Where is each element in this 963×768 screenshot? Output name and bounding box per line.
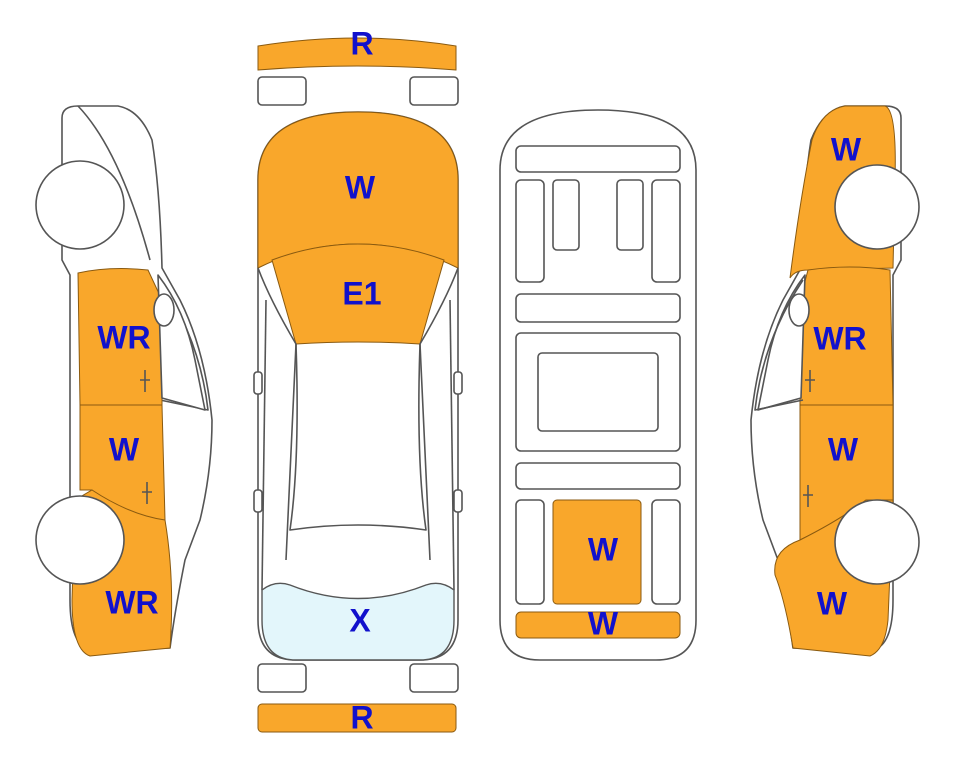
left-front-door-label: WR <box>97 319 150 355</box>
underside-front-right-rail <box>651 179 681 283</box>
right-side-mirror <box>788 293 810 327</box>
left-rear-quarter-label: WR <box>105 584 158 620</box>
top-right-a-pillar <box>419 267 459 561</box>
underside-mid-crossmember <box>515 293 681 323</box>
left-side-wheel-rear <box>35 495 125 585</box>
underside-rear-crossmember <box>515 462 681 490</box>
left-side-wheel-front <box>35 160 125 250</box>
right-front-door-handle <box>805 370 815 392</box>
left-side-view: WR W WR <box>35 105 213 657</box>
rear-right-taillight <box>409 663 459 693</box>
underside-rear-right-rail <box>651 499 681 605</box>
right-mirror-top <box>453 371 463 395</box>
right-rear-door-handle <box>803 485 813 507</box>
rear-bumper-label: R <box>350 699 373 735</box>
top-right-side-line <box>449 299 455 591</box>
right-side-wheel-front <box>834 164 920 250</box>
trunk-floor-label: W <box>588 531 619 567</box>
left-rear-door-label: W <box>109 431 140 467</box>
underside-front-left-rail <box>515 179 545 283</box>
top-left-a-pillar <box>257 267 297 561</box>
left-mirror-top <box>253 371 263 395</box>
rear-left-taillight <box>257 663 307 693</box>
rear-glass-panel <box>261 582 455 661</box>
left-side-mirror <box>153 293 175 327</box>
right-front-fender-label: W <box>831 131 862 167</box>
right-rear-quarter-label: W <box>817 585 848 621</box>
right-side-wheel-rear <box>834 499 920 585</box>
front-right-headlight <box>409 76 459 106</box>
right-side-view: W WR W W <box>750 105 920 657</box>
right-door-handle-top <box>453 489 463 513</box>
trunk-floor-panel <box>552 499 642 605</box>
windshield-panel <box>271 243 445 345</box>
right-rear-door-label: W <box>828 431 859 467</box>
front-bumper-panel <box>257 37 457 71</box>
underside-front-right-mount <box>616 179 644 251</box>
rear-panel-label: W <box>588 605 619 641</box>
hood-label: W <box>345 169 376 205</box>
rear-glass-label: X <box>349 602 371 638</box>
left-rear-door-handle <box>142 482 152 504</box>
left-front-door-handle <box>140 370 150 392</box>
right-front-door-label: WR <box>813 320 866 356</box>
underside-view: W W <box>499 109 697 661</box>
top-roof-outline <box>289 343 427 531</box>
underside-floor-inner <box>537 352 659 432</box>
front-bumper-label: R <box>350 25 373 61</box>
underside-rear-left-rail <box>515 499 545 605</box>
rear-panel-underside <box>515 611 681 639</box>
underside-front-left-mount <box>552 179 580 251</box>
windshield-label: E1 <box>342 275 381 311</box>
rear-bumper-panel <box>257 703 457 733</box>
front-left-headlight <box>257 76 307 106</box>
right-side-window-line <box>754 279 804 411</box>
left-door-handle-top <box>253 489 263 513</box>
underside-front-crossmember <box>515 145 681 173</box>
top-view: R W E1 X R <box>253 25 463 735</box>
left-side-roof-line <box>77 105 151 261</box>
top-left-side-line <box>261 299 267 591</box>
